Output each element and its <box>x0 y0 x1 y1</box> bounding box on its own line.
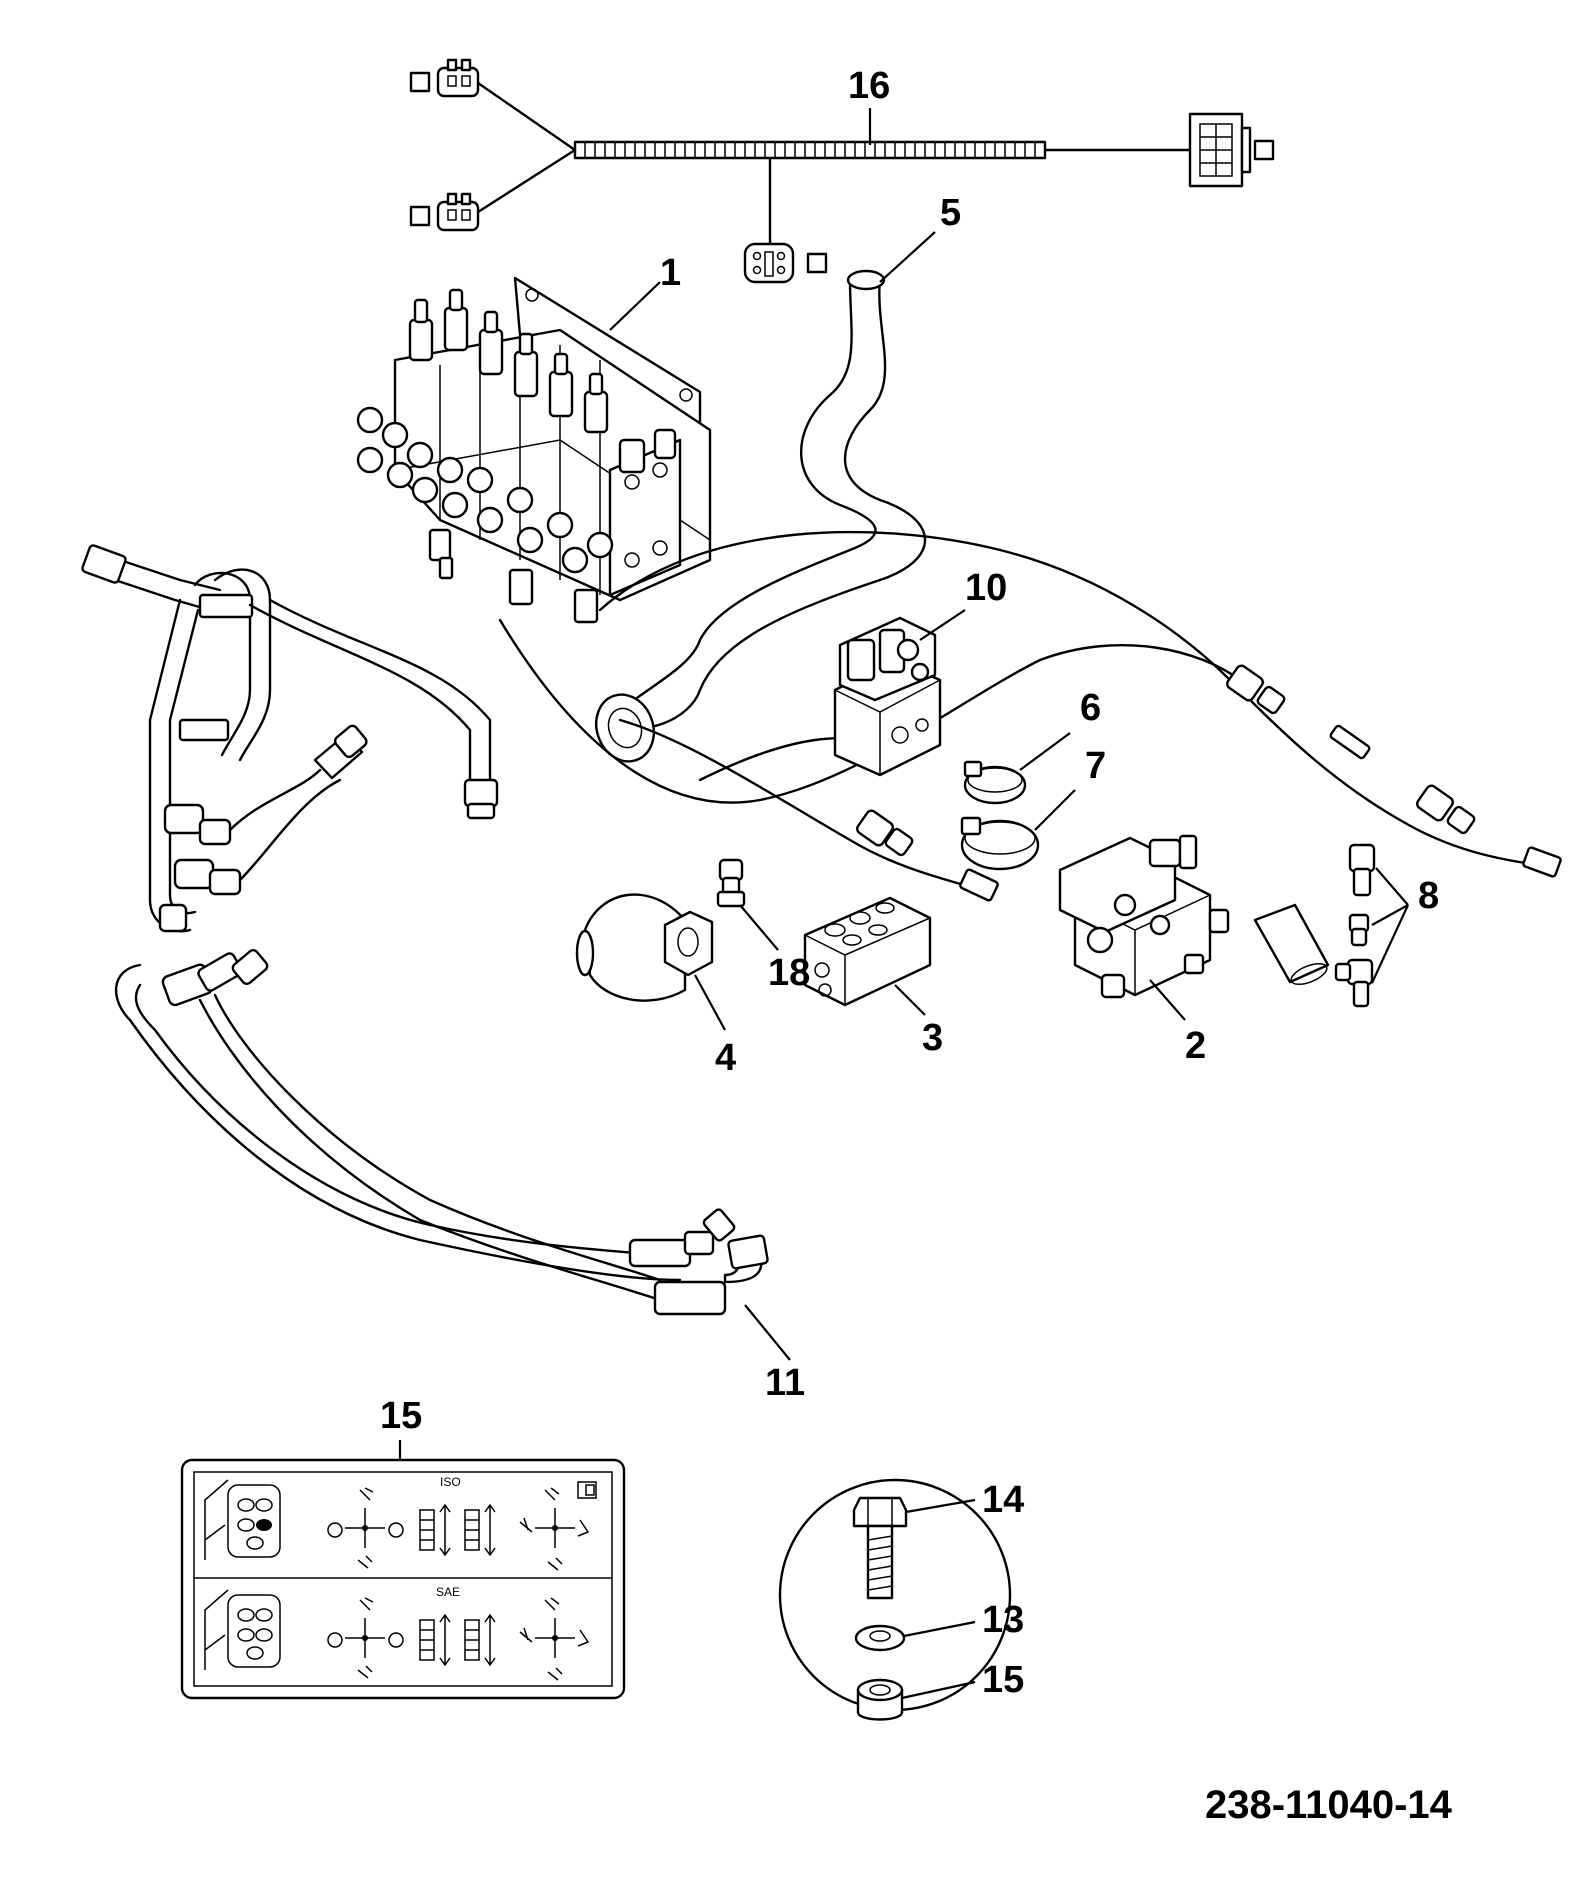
callout-3: 3 <box>922 1017 943 1059</box>
callout-5: 5 <box>940 192 961 234</box>
hose-clamp-large <box>960 789 1076 871</box>
hose-clamp-small <box>963 732 1071 805</box>
main-control-valve <box>356 276 712 624</box>
hardware-detail <box>778 1478 1012 1721</box>
return-hose <box>595 231 936 763</box>
pipe-assembly-left <box>81 544 499 933</box>
accumulator <box>575 893 726 1031</box>
hose-assembly-lower <box>115 949 791 1361</box>
wiring-harness <box>409 58 1275 284</box>
callout-15-nut: 15 <box>982 1659 1024 1701</box>
callout-2: 2 <box>1185 1025 1206 1067</box>
callout-8: 8 <box>1418 875 1439 917</box>
callout-6: 6 <box>1080 687 1101 729</box>
decal-sae-label: SAE <box>436 1585 460 1599</box>
callout-1: 1 <box>660 252 681 294</box>
callout-11: 11 <box>765 1362 805 1404</box>
callout-14: 14 <box>982 1479 1024 1521</box>
adapter-fitting <box>716 858 779 951</box>
callout-13: 13 <box>982 1599 1024 1641</box>
callout-10: 10 <box>965 567 1007 609</box>
decal-sae-panel: SAE <box>204 1585 590 1681</box>
callout-labels: 16 5 1 10 6 7 8 18 3 4 2 11 15 14 13 15 <box>380 65 1439 1701</box>
connector-right <box>1188 112 1275 188</box>
control-cables <box>498 530 1562 902</box>
connector-lower-left <box>409 192 480 232</box>
bolt <box>852 1496 976 1600</box>
washer <box>854 1620 976 1652</box>
callout-4: 4 <box>715 1037 736 1079</box>
manifold-block <box>803 896 932 1016</box>
control-pattern-decal: ISO <box>180 1440 626 1700</box>
pilot-valve <box>833 609 966 777</box>
fittings-group <box>1253 843 1409 1008</box>
decal-iso-label: ISO <box>440 1475 461 1489</box>
callout-7: 7 <box>1085 745 1106 787</box>
connector-center <box>743 242 828 284</box>
connector-top-left <box>409 58 480 98</box>
diverter-valve <box>1058 834 1230 1021</box>
callout-15-decal: 15 <box>380 1395 422 1437</box>
lock-nut <box>856 1678 976 1721</box>
document-number: 238-11040-14 <box>1205 1783 1453 1827</box>
callout-16: 16 <box>848 65 890 107</box>
callout-18: 18 <box>768 952 810 994</box>
decal-iso-panel: ISO <box>204 1475 597 1571</box>
